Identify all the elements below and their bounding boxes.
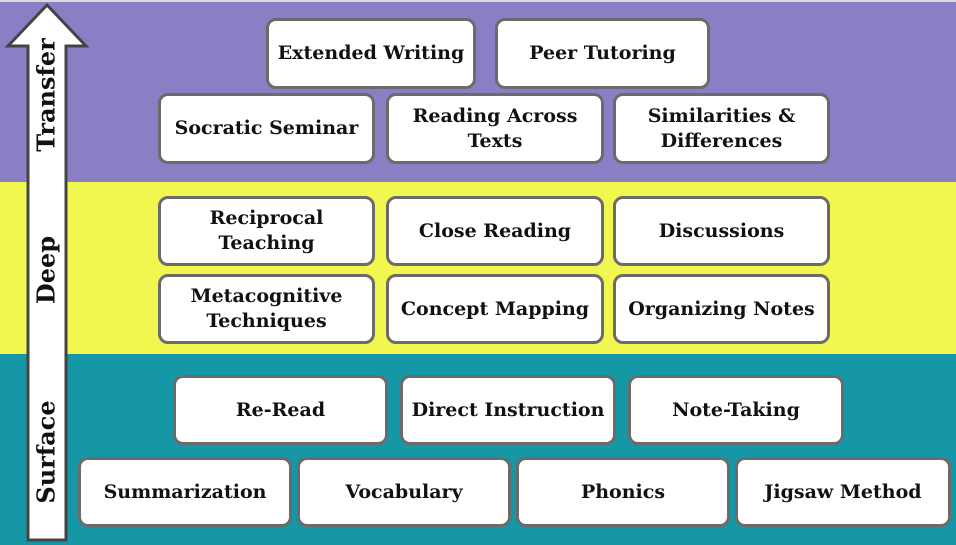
box-close-reading: Close Reading [386,196,604,266]
level-label-surface: Surface [31,400,61,504]
box-note-taking: Note-Taking [628,375,844,445]
box-jigsaw-method: Jigsaw Method [735,457,951,527]
up-arrow-icon [4,2,90,542]
box-reading-across-texts: Reading Across Texts [386,93,604,164]
box-metacognitive-techniques: Metacognitive Techniques [158,274,375,344]
box-discussions: Discussions [613,196,830,266]
box-peer-tutoring: Peer Tutoring [495,18,710,89]
box-reciprocal-teaching: Reciprocal Teaching [158,196,375,266]
box-socratic-seminar: Socratic Seminar [158,93,375,164]
box-re-read: Re-Read [173,375,388,445]
box-similarities-differences: Similarities & Differences [613,93,830,164]
box-organizing-notes: Organizing Notes [613,274,830,344]
box-concept-mapping: Concept Mapping [386,274,604,344]
level-label-deep: Deep [31,235,61,305]
box-summarization: Summarization [78,457,292,527]
box-vocabulary: Vocabulary [297,457,511,527]
box-phonics: Phonics [516,457,730,527]
level-label-transfer: Transfer [31,38,61,152]
box-direct-instruction: Direct Instruction [400,375,616,445]
box-extended-writing: Extended Writing [266,18,476,89]
